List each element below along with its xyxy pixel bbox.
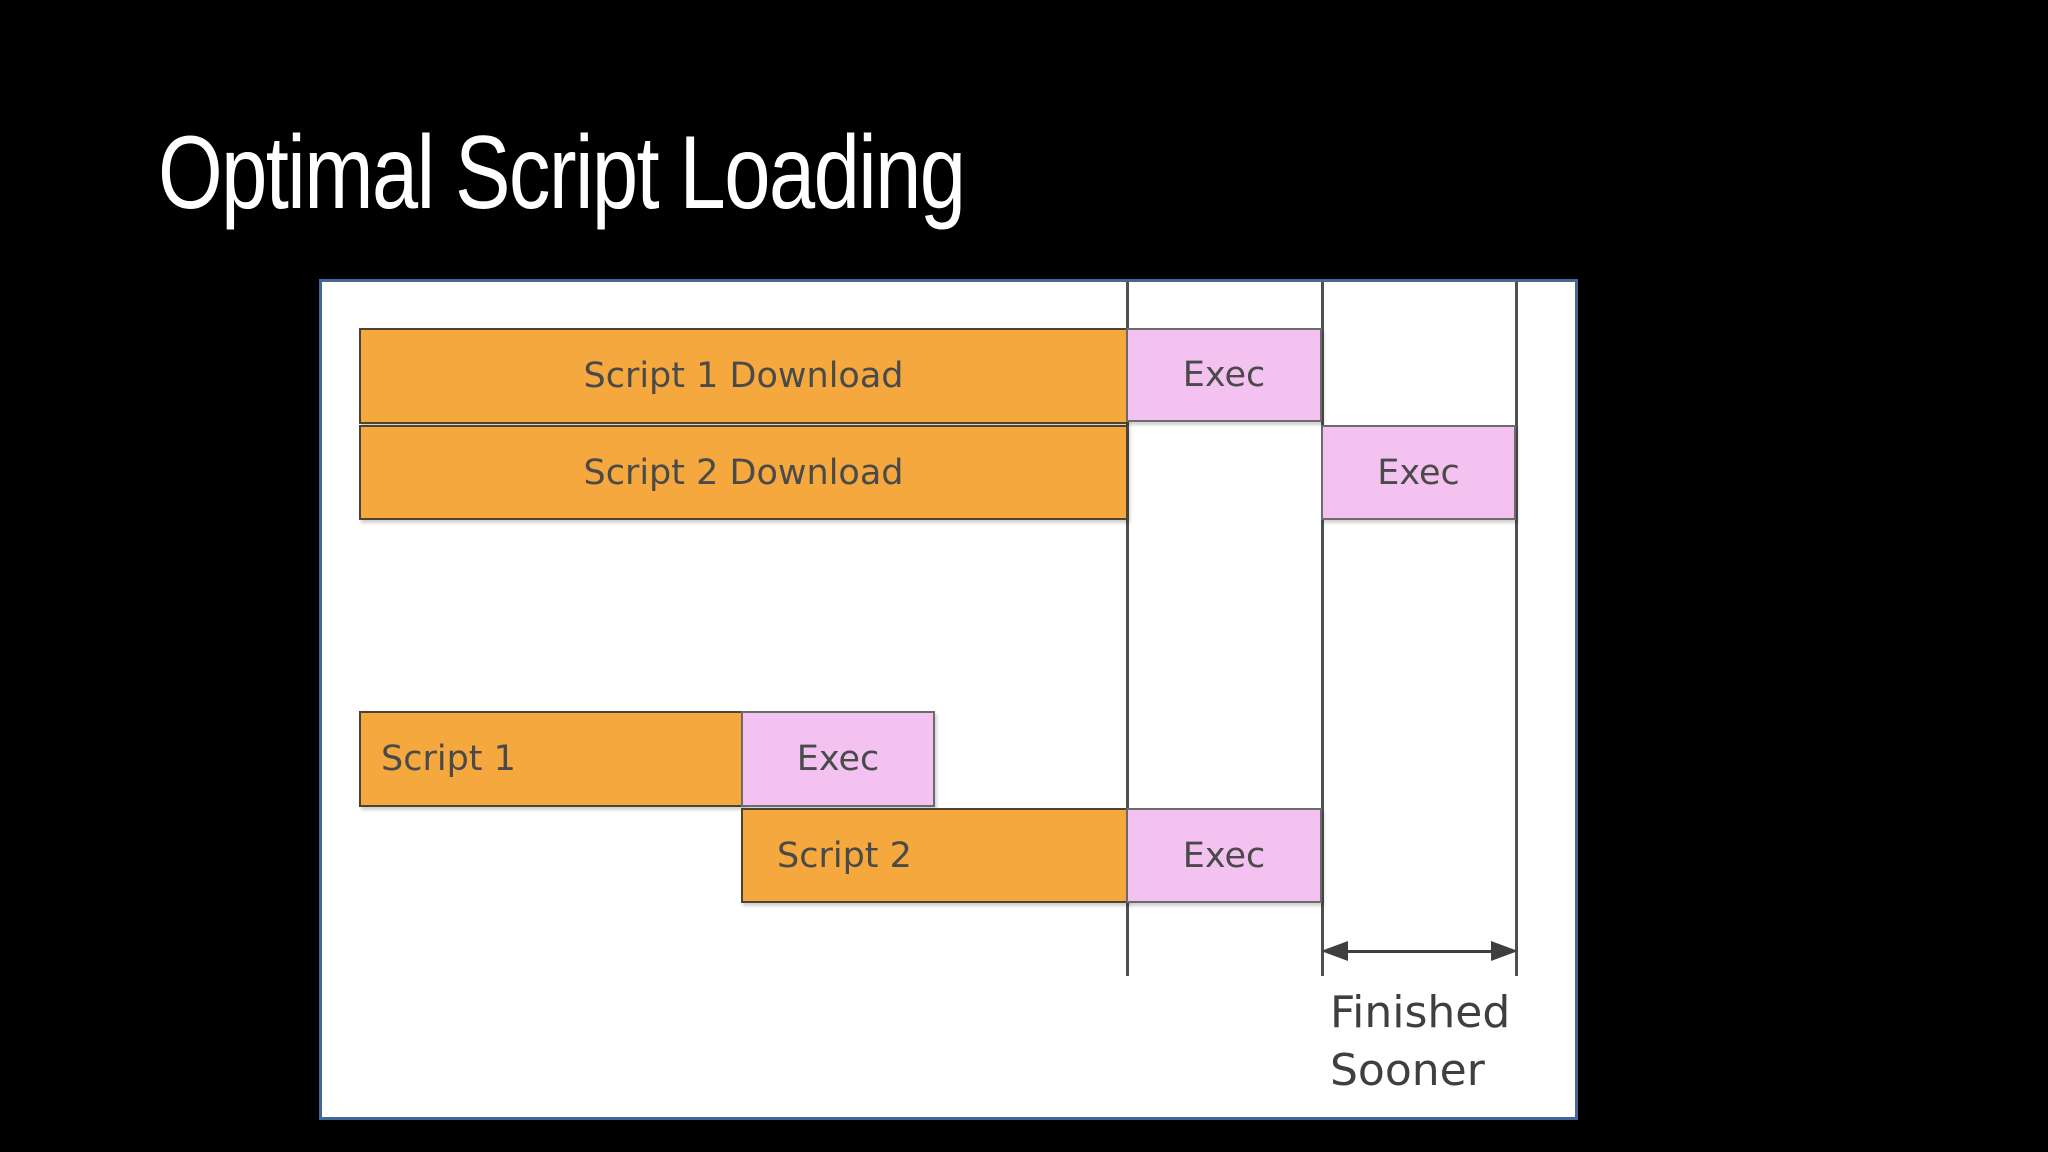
bar-label: Exec: [1182, 835, 1266, 876]
finished-sooner-label-line1: Finished: [1330, 987, 1511, 1038]
slide-title: Optimal Script Loading: [158, 115, 966, 231]
bar-sequential-script2-exec: Exec: [1321, 425, 1516, 520]
bar-sequential-script1-exec: Exec: [1126, 328, 1322, 422]
bar-optimal-script2-exec: Exec: [1126, 808, 1322, 903]
bar-label: Exec: [796, 739, 880, 779]
finished-sooner-label-line2: Sooner: [1330, 1045, 1485, 1096]
finished-sooner-arrow: [1321, 941, 1518, 961]
bar-optimal-script2-download: Script 2: [741, 808, 1128, 903]
bar-label: Exec: [1182, 355, 1266, 395]
bar-label: Script 2 Download: [583, 452, 904, 493]
bar-label: Script 1: [381, 739, 516, 779]
timeline-marker-line-2: [1321, 282, 1324, 976]
bar-label: Exec: [1377, 452, 1460, 493]
bar-optimal-script1-exec: Exec: [741, 711, 935, 807]
diagram-panel: Script 1 Download Exec Script 2 Download…: [319, 279, 1578, 1120]
arrow-right-head-icon: [1491, 941, 1518, 961]
finished-sooner-label: Finished Sooner: [1330, 984, 1510, 1100]
bar-optimal-script1-download: Script 1: [359, 711, 743, 807]
bar-sequential-script1-download: Script 1 Download: [359, 328, 1128, 424]
bar-label: Script 2: [777, 835, 912, 876]
arrow-line: [1327, 950, 1512, 953]
bar-label: Script 1 Download: [583, 356, 904, 396]
timeline-marker-line-1: [1126, 282, 1129, 976]
bar-sequential-script2-download: Script 2 Download: [359, 425, 1128, 520]
timeline-marker-line-3: [1515, 282, 1518, 976]
